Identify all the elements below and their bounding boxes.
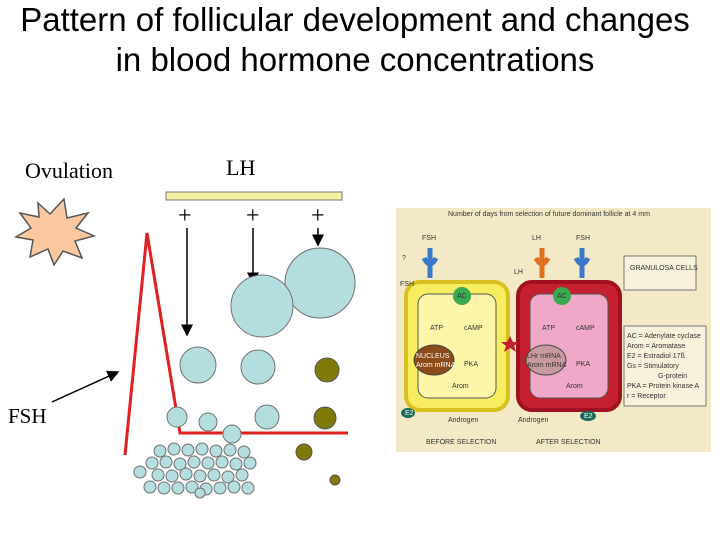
small-follicle <box>179 467 193 481</box>
pka-left: PKA <box>464 361 478 368</box>
nucleus-after <box>525 344 567 376</box>
fsh-arrow <box>51 370 120 403</box>
atp-right: ATP <box>542 325 555 332</box>
small-follicle <box>145 456 159 470</box>
small-follicle <box>153 444 167 458</box>
small-follicle <box>159 455 173 469</box>
before-selection-label: BEFORE SELECTION <box>426 439 496 446</box>
arom-right: Arom <box>566 383 583 390</box>
nucleus-before <box>413 344 455 376</box>
slide-title: Pattern of follicular development and ch… <box>20 1 690 78</box>
legend-line: Arom = Aromatase <box>627 343 685 350</box>
granulosa-cell-figure: Number of days from selection of future … <box>400 211 707 446</box>
lh-receptor-icon <box>533 248 551 278</box>
small-follicle <box>209 444 223 458</box>
dominant-follicle <box>295 443 313 461</box>
lh-plus-2: + <box>246 203 260 229</box>
atp-left: ATP <box>430 325 443 332</box>
small-follicle <box>133 465 147 479</box>
small-follicle <box>165 469 179 483</box>
small-follicle <box>207 468 221 482</box>
granulosa-label: GRANULOSA CELLS <box>630 265 698 272</box>
follicle <box>222 424 242 444</box>
follicle <box>230 274 294 338</box>
small-follicle <box>157 481 171 495</box>
follicle <box>284 247 356 319</box>
fsh-label-right: FSH <box>576 235 590 242</box>
fsh-receptor-right-icon <box>573 248 591 278</box>
lhr-mrna: LHr mRNA <box>527 353 561 360</box>
follicle <box>179 346 217 384</box>
legend-line: E2 = Estradiol 17ß <box>627 353 685 360</box>
lh-plus-3: + <box>311 203 325 229</box>
legend-line: G-protein <box>658 373 687 380</box>
ovulation-burst-icon <box>13 197 97 267</box>
small-follicle <box>215 455 229 469</box>
after-selection-label: AFTER SELECTION <box>536 439 601 446</box>
camp-right: cAMP <box>576 325 595 332</box>
ac-label-right: AC <box>557 293 567 300</box>
e2-right: E2 <box>584 413 593 420</box>
small-follicle <box>171 481 185 495</box>
lh-label-right: LH <box>532 235 541 242</box>
question-mark: ? <box>402 255 406 262</box>
e2-left: E2 <box>405 410 414 417</box>
small-follicle <box>151 468 165 482</box>
small-follicle <box>241 481 255 495</box>
ac-icon <box>453 287 471 305</box>
small-follicle <box>193 469 207 483</box>
camp-left: cAMP <box>464 325 483 332</box>
arom-mrna-left: Arom mRNA <box>416 362 456 369</box>
small-follicle <box>181 443 195 457</box>
lh-side-right: LH <box>514 269 523 276</box>
small-follicle <box>173 457 187 471</box>
fsh-side-left: FSH <box>400 281 414 288</box>
small-follicle <box>223 443 237 457</box>
small-follicle <box>227 480 241 494</box>
small-follicle <box>185 480 199 494</box>
follicle <box>240 349 276 385</box>
fsh-receptor-icon <box>421 248 439 278</box>
nucleus-label: NUCLEUS <box>416 353 450 360</box>
small-follicle <box>143 480 157 494</box>
transition-star-icon <box>501 336 519 352</box>
androgen-left: Androgen <box>448 417 478 424</box>
ovulation-label: Ovulation <box>25 158 113 183</box>
fsh-label: FSH <box>8 404 47 428</box>
androgen-right: Androgen <box>518 417 548 424</box>
lh-label: LH <box>226 155 256 180</box>
inset-header: Number of days from selection of future … <box>448 211 650 218</box>
legend-line: r = Receptor <box>627 393 666 400</box>
lh-plus-1: + <box>178 203 192 229</box>
small-follicle <box>213 481 227 495</box>
fsh-label-left: FSH <box>422 235 436 242</box>
small-follicle <box>221 470 235 484</box>
small-follicle <box>167 442 181 456</box>
arom-left: Arom <box>452 383 469 390</box>
small-follicle <box>194 487 206 499</box>
small-follicle <box>243 456 257 470</box>
small-follicle <box>235 468 249 482</box>
lh-bar <box>165 191 343 201</box>
granulosa-cell-inset: Number of days from selection of future … <box>396 208 711 452</box>
fsh-concentration-line <box>123 232 348 456</box>
dominant-follicle <box>329 474 341 486</box>
legend-line: Gs = Stimulatory <box>627 363 679 370</box>
small-follicle <box>237 445 251 459</box>
small-follicle <box>195 442 209 456</box>
legend-line: PKA = Protein kinase A <box>627 383 700 390</box>
small-follicle <box>187 455 201 469</box>
small-follicle <box>201 456 215 470</box>
follicle <box>254 404 280 430</box>
legend-line: AC = Adenylate cyclase <box>627 333 701 340</box>
follicle <box>166 406 188 428</box>
follicle <box>198 412 218 432</box>
dominant-follicle <box>313 406 337 430</box>
arom-mrna-right: Arom mRNA <box>527 362 567 369</box>
ac-label-left: AC <box>457 293 467 300</box>
dominant-follicle <box>314 357 340 383</box>
small-follicle <box>229 457 243 471</box>
pka-right: PKA <box>576 361 590 368</box>
